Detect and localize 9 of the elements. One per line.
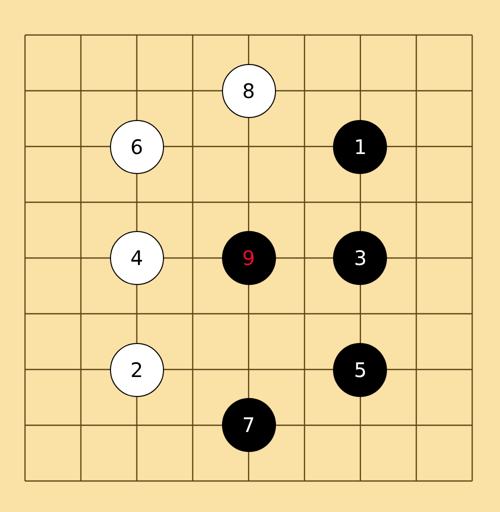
- move-number: 3: [354, 248, 367, 268]
- move-number: 9: [242, 248, 255, 268]
- move-number: 2: [130, 360, 144, 380]
- move-number: 6: [130, 136, 144, 156]
- move-number: 7: [242, 415, 255, 436]
- move-number: 1: [354, 136, 367, 156]
- move-number: 5: [354, 360, 367, 380]
- move-number: 4: [130, 248, 144, 268]
- move-number: 8: [242, 80, 255, 101]
